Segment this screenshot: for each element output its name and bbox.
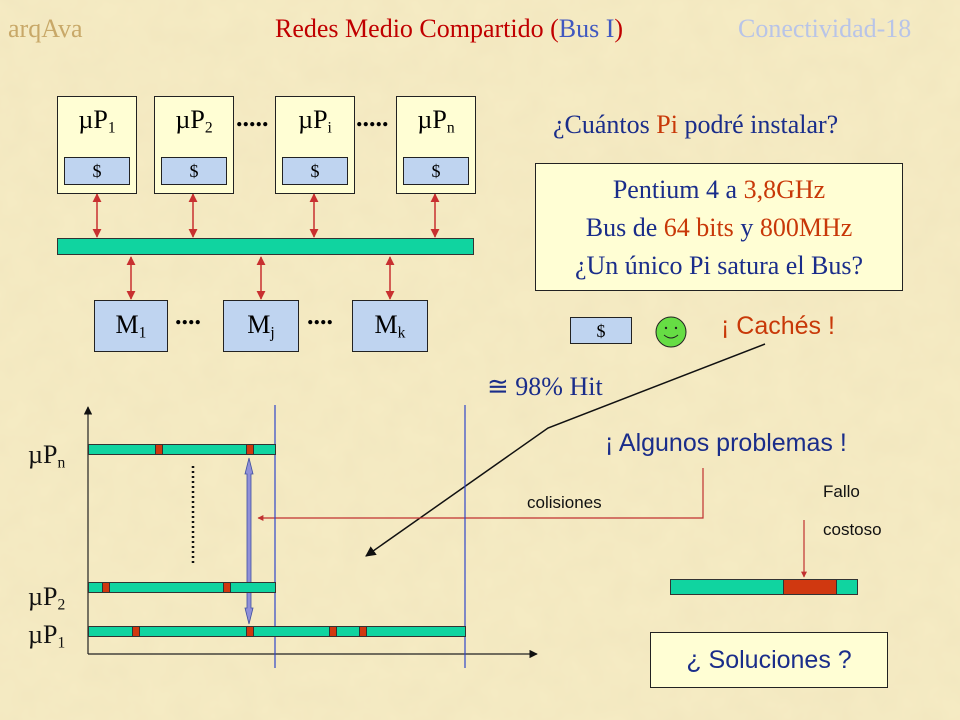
processor-label-i: µPi	[298, 105, 332, 137]
colisiones-pointer	[257, 468, 704, 521]
memory-box-k: Mk	[352, 300, 428, 352]
processor-dots-2: .....	[356, 103, 389, 132]
processor-cache-2: $	[161, 157, 227, 185]
access-segment	[329, 626, 337, 637]
access-segment	[132, 626, 140, 637]
processor-cache-1: $	[64, 157, 130, 185]
processor-label-2: µP2	[175, 105, 213, 137]
caches-label: ¡ Cachés !	[721, 312, 835, 340]
solutions-box: ¿ Soluciones ?	[650, 632, 888, 688]
timeline-label-p2: µP2	[28, 582, 66, 614]
header-title-suffix: )	[614, 14, 624, 43]
timeline-label-pn: µPn	[28, 440, 66, 472]
memory-box-1: M1	[94, 300, 168, 352]
processor-box-i: µPi $	[275, 96, 355, 194]
cache-small-box: $	[570, 317, 632, 344]
pentium-line-2: Bus de 64 bits y 800MHz	[585, 213, 853, 242]
timeline-bar-pn	[88, 444, 276, 455]
problems-label: ¡ Algunos problemas !	[605, 429, 847, 457]
header-title: Redes Medio Compartido (Bus I)	[275, 12, 623, 46]
costly-miss-segment	[783, 579, 837, 595]
processor-cache-i: $	[282, 157, 348, 185]
header-title-prefix: Redes Medio Compartido (	[275, 14, 559, 43]
timeline-bar-p1	[88, 626, 466, 637]
processor-dots-1: .....	[236, 103, 269, 132]
timeline-label-p1: µP1	[28, 620, 66, 652]
access-segment	[359, 626, 367, 637]
memory-dots-2: ....	[307, 301, 333, 330]
pentium-line-3: ¿Un único Pi satura el Bus?	[574, 251, 864, 280]
costly-miss-label-2: costoso	[823, 520, 882, 539]
smiley-icon	[655, 316, 687, 348]
processor-count-question: ¿Cuántos Pi podré instalar?	[553, 110, 839, 139]
access-segment	[223, 582, 231, 593]
hit-rate-label: ≅ 98% Hit	[487, 372, 603, 401]
memory-dots-1: ....	[175, 301, 201, 330]
timeline-bar-p2	[88, 582, 276, 593]
shared-bus	[57, 238, 474, 255]
access-segment	[246, 444, 254, 455]
processor-box-n: µPn $	[396, 96, 476, 194]
costly-miss-bar	[670, 579, 858, 595]
collision-span-arrow	[244, 457, 254, 625]
pentium-spec-box: Pentium 4 a 3,8GHz Bus de 64 bits y 800M…	[535, 163, 903, 291]
access-segment	[102, 582, 110, 593]
costly-miss-label-1: Fallo	[823, 482, 860, 501]
processor-box-1: µP1 $	[57, 96, 137, 194]
processor-cache-n: $	[403, 157, 469, 185]
memory-box-j: Mj	[223, 300, 299, 352]
pentium-line-1: Pentium 4 a 3,8GHz	[612, 175, 826, 204]
collisions-label: colisiones	[527, 493, 602, 512]
processor-label-1: µP1	[78, 105, 116, 137]
header-title-highlight: Bus I	[558, 14, 615, 43]
header-slide-id: Conectividad-18	[738, 14, 912, 43]
processor-box-2: µP2 $	[154, 96, 234, 194]
access-segment	[155, 444, 163, 455]
processor-label-n: µPn	[417, 105, 455, 137]
access-segment	[246, 626, 254, 637]
header-course: arqAva	[8, 14, 83, 43]
caches-pointer-line	[365, 343, 766, 557]
